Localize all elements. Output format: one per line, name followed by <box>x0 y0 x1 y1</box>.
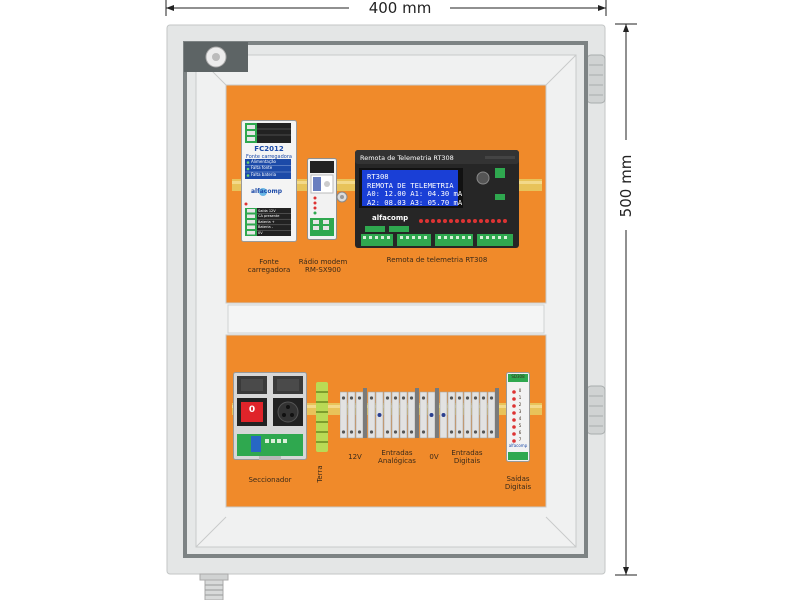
ground-terminal <box>316 382 328 452</box>
charger-terminal-5: 0V <box>258 230 263 235</box>
antenna-connector-icon <box>336 191 348 203</box>
rtu-brand: alfacomp <box>372 214 409 222</box>
charger-model: FC2012 <box>254 145 284 153</box>
output-channel-0: 0 <box>518 388 522 393</box>
charger-terminal-4: Bateria - <box>258 225 274 229</box>
charger-terminal-2: CA presente <box>258 214 280 218</box>
charger-status-2: Falta fonte <box>251 165 273 170</box>
radio-caption: Rádio modem RM-SX900 <box>298 258 348 274</box>
charger-module <box>241 120 297 242</box>
radio-modem <box>307 158 337 240</box>
output-channel-5: 5 <box>518 423 522 428</box>
output-channel-4: 4 <box>518 416 522 421</box>
terminal-label-analog: Entradas Analógicas <box>378 449 416 465</box>
output-channel-6: 6 <box>518 430 522 435</box>
lcd-line-3: A0: 12.00 A1: 04.30 mA <box>367 189 463 199</box>
lcd-line-2: REMOTA DE TELEMETRIA <box>367 180 454 190</box>
charger-subtitle: Fonte carregadora <box>246 154 292 160</box>
charger-terminal-3: Bateria + <box>258 219 275 224</box>
width-dimension-label: 400 mm <box>368 0 432 17</box>
disconnector-switch-mark: 0 <box>248 405 256 415</box>
lcd-line-1: RT308 <box>367 172 389 181</box>
terminal-label-12v: 12V <box>348 453 362 461</box>
digital-outputs-module <box>506 372 530 462</box>
ground-caption: Terra <box>316 465 324 483</box>
terminal-blocks <box>340 388 499 439</box>
charger-status-1: Alimentação <box>251 158 276 164</box>
outputs-module-title: SD308 <box>511 374 525 379</box>
terminal-label-digital: Entradas Digitais <box>451 449 483 465</box>
outputs-caption: Saídas Digitais <box>504 475 532 491</box>
disconnector <box>233 372 307 460</box>
output-channel-7: 7 <box>518 437 522 442</box>
output-channel-3: 3 <box>518 409 522 414</box>
outputs-brand: alfacomp <box>508 443 528 448</box>
rtu-caption: Remota de telemetria RT308 <box>386 256 488 264</box>
rtu-lcd-display: RT308 REMOTA DE TELEMETRIA A0: 12.00 A1:… <box>362 170 463 207</box>
charger-brand: alfacomp <box>251 188 282 195</box>
output-channel-2: 2 <box>518 402 522 407</box>
output-channel-1: 1 <box>518 395 522 400</box>
charger-terminal-1: Saída 12V <box>258 208 276 213</box>
rtu-header: Remota de Telemetria RT308 <box>360 154 454 162</box>
charger-status-3: Falta bateria <box>251 171 277 177</box>
terminal-label-0v: 0V <box>429 453 439 461</box>
disconnector-caption: Seccionador <box>248 476 292 484</box>
charger-caption: Fonte carregadora <box>247 258 291 274</box>
lcd-line-4: A2: 08.03 A3: 05.70 mA <box>367 197 463 207</box>
